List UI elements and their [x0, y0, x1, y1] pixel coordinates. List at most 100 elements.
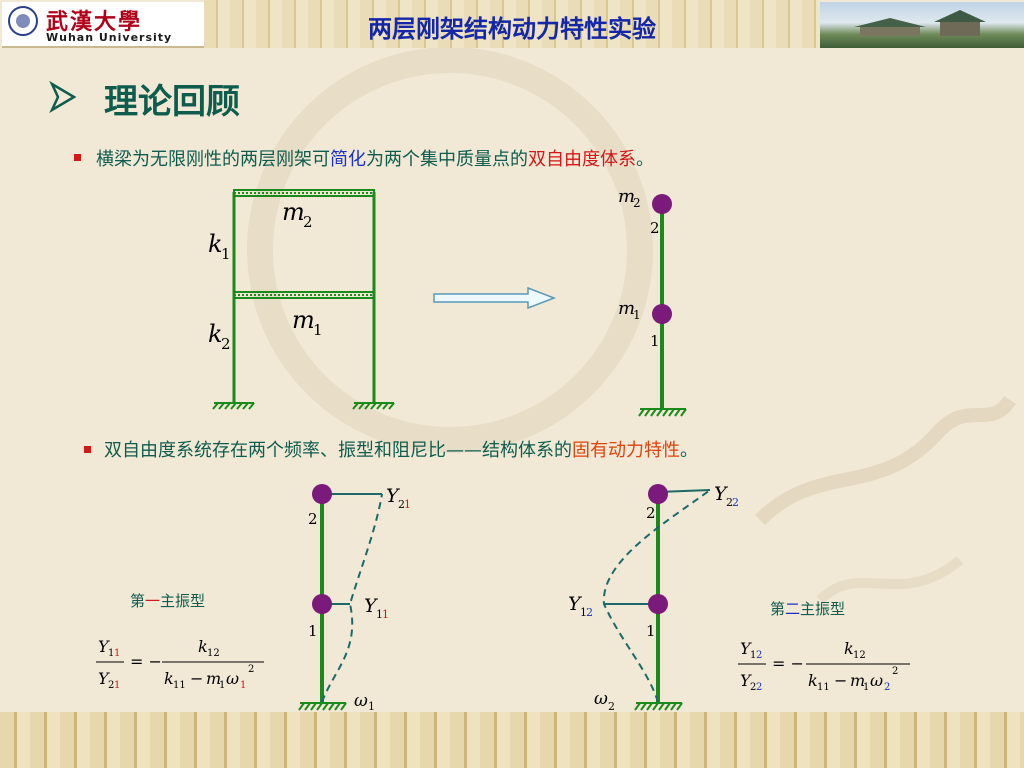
stick-m2-sub: 2 — [633, 196, 641, 210]
m2f-w-sup: 2 — [892, 666, 898, 677]
mode1-node-1: 1 — [308, 622, 318, 640]
m2f-den-s1: 2 — [750, 682, 756, 693]
m1f-k-den-sub: 11 — [173, 680, 186, 691]
mode2-y22-sub1: 2 — [726, 496, 733, 509]
fixed-support-icon — [212, 402, 255, 410]
m2f-den-s2: 2 — [756, 682, 762, 693]
m1f-num-y: Y — [98, 637, 110, 656]
mode2-y12-sub2: 2 — [586, 606, 593, 619]
stick-m1-label: m — [618, 298, 635, 319]
section-arrow-icon — [49, 80, 77, 114]
frame-m2-label: m — [282, 198, 305, 226]
bullet-square-icon — [74, 154, 81, 161]
m1f-den-s1: 2 — [108, 680, 114, 691]
frame-k2-label: k — [208, 320, 223, 348]
m1f-den-s2: 1 — [114, 680, 120, 691]
mass-1-icon — [648, 594, 668, 614]
m2f-num-y: Y — [740, 639, 752, 658]
university-seal-icon — [8, 6, 38, 36]
mode2-label-c: 主振型 — [800, 600, 846, 618]
m2f-minus: − — [834, 671, 847, 690]
mode2-label-a: 第 — [770, 600, 786, 618]
m2f-w-sub: 2 — [884, 682, 890, 693]
mode2-y12-sub1: 1 — [580, 606, 587, 619]
frame-m1-label: m — [292, 306, 315, 334]
first-mode-formula: Y 1 1 Y 2 1 = − k 12 k 11 − m 1 ω 1 2 — [96, 637, 264, 691]
bullet-1-dof: 双自由度体系 — [528, 149, 636, 170]
mode2-node-1: 1 — [646, 622, 656, 640]
m2f-eq: = − — [772, 654, 804, 673]
mode2-y22-label: Y — [714, 483, 729, 505]
slide-footer-pattern — [0, 712, 1024, 768]
frame-m1-sub: 1 — [313, 321, 323, 339]
bullet-1-part3: 为两个集中质量点的 — [366, 149, 528, 170]
mode1-y11-label: Y — [364, 595, 379, 617]
campus-building-icon — [854, 10, 986, 36]
mass-2-icon — [648, 484, 668, 504]
m2f-w: ω — [870, 671, 883, 690]
frame-k2-sub: 2 — [221, 335, 231, 353]
mode1-y21-sub2: 1 — [404, 498, 411, 511]
logo-english-text: Wuhan University — [46, 31, 173, 44]
mode2-node-2: 2 — [646, 504, 656, 522]
mass-2-icon — [312, 484, 332, 504]
section-title: 理论回顾 — [104, 82, 240, 122]
mode1-y11-sub2: 1 — [382, 608, 389, 621]
bullet-1-end: 。 — [636, 149, 654, 170]
bullet-1-text: 横梁为无限刚性的两层刚架可简化为两个集中质量点的双自由度体系。 — [96, 145, 654, 171]
m1f-m: m — [206, 669, 221, 688]
m1f-eq: = − — [130, 652, 162, 671]
mode1-y11-sub1: 1 — [376, 608, 383, 621]
mode2-label-b: 二 — [785, 600, 801, 618]
mode1-omega: ω — [354, 691, 368, 711]
mode2-y12-label: Y — [568, 593, 583, 615]
m2f-num-s1: 1 — [750, 650, 756, 661]
m1f-minus: − — [190, 669, 203, 688]
logo-chinese-text: 武漢大學 — [46, 9, 143, 35]
m2f-m-sub: 1 — [863, 682, 869, 693]
frame-k1-sub: 1 — [221, 245, 231, 263]
m1f-w: ω — [226, 669, 239, 688]
bullet-square-icon — [84, 446, 91, 453]
slide-header: 武漢大學 Wuhan University 两层刚架结构动力特性实验 — [0, 0, 1024, 52]
stick-m2-label: m — [618, 186, 635, 207]
second-mode-label: 第二主振型 — [770, 598, 845, 619]
m2f-num-s2: 2 — [756, 650, 762, 661]
stick-node-2: 2 — [650, 219, 660, 237]
m1f-num-s1: 1 — [108, 648, 114, 659]
bullet-1-part1: 横梁为无限刚性的两层刚架可 — [96, 149, 330, 170]
m1f-m-sub: 1 — [219, 680, 225, 691]
fixed-support-icon — [298, 702, 347, 711]
m2f-den-y: Y — [740, 671, 752, 690]
mass-1-icon — [312, 594, 332, 614]
two-story-frame-diagram: m 2 m 1 k 1 k 2 — [208, 189, 395, 410]
bullet-2-property: 固有动力特性 — [572, 440, 680, 461]
title-band: 两层刚架结构动力特性实验 — [204, 0, 820, 48]
m1f-den-y: Y — [98, 669, 110, 688]
m1f-w-sup: 2 — [248, 664, 254, 675]
mass-2-icon — [652, 194, 672, 214]
fixed-support-icon — [352, 402, 395, 410]
bullet-1-simplify: 简化 — [330, 149, 366, 170]
mode1-label-b: 一 — [145, 592, 161, 610]
m1f-k-num: k — [198, 637, 208, 656]
bullet-2-end: 。 — [680, 440, 698, 461]
mode1-y21-sub1: 2 — [398, 498, 405, 511]
lumped-mass-stick-model: m 2 2 m 1 1 — [618, 186, 687, 417]
m1f-k-den: k — [164, 669, 174, 688]
slide-title: 两层刚架结构动力特性实验 — [368, 15, 656, 43]
m2f-m: m — [850, 671, 865, 690]
mode1-omega-sub: 1 — [368, 700, 375, 712]
mode1-label-a: 第 — [130, 592, 146, 610]
mode1-y21-label: Y — [386, 485, 401, 507]
mode2-omega-sub: 2 — [608, 700, 615, 712]
second-mode-formula: Y 1 2 Y 2 2 = − k 12 k 11 − m 1 ω 2 2 — [738, 639, 910, 693]
second-mode-shape-diagram: Y 2 2 Y 1 2 2 1 ω 2 — [568, 483, 739, 712]
m1f-w-sub: 1 — [240, 680, 246, 691]
fixed-support-icon — [638, 408, 687, 417]
stick-node-1: 1 — [650, 332, 660, 350]
first-mode-label: 第一主振型 — [130, 590, 205, 611]
m2f-k-num: k — [844, 639, 854, 658]
mode2-omega: ω — [594, 689, 608, 709]
frame-k1-label: k — [208, 230, 223, 258]
